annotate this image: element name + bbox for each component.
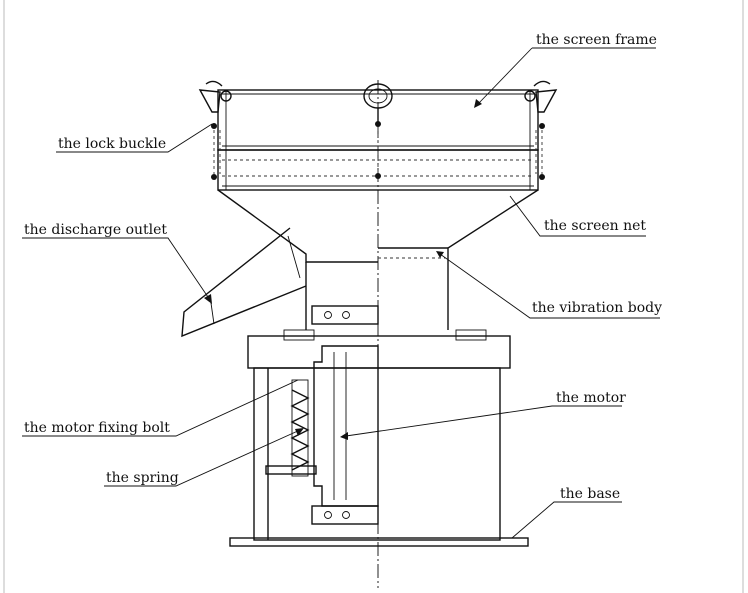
label-screen-frame: the screen frame <box>536 32 657 48</box>
label-discharge-outlet: the discharge outlet <box>24 222 167 238</box>
label-motor: the motor <box>556 390 626 406</box>
screen-frame <box>217 83 539 191</box>
motor <box>313 345 379 507</box>
label-screen-net: the screen net <box>544 218 646 234</box>
label-motor-fixing-bolt: the motor fixing bolt <box>24 420 170 436</box>
discharge-outlet <box>181 227 307 338</box>
label-vibration-body: the vibration body <box>532 300 662 316</box>
label-base: the base <box>560 486 620 502</box>
vibration-body <box>247 305 511 525</box>
label-lock-buckle: the lock buckle <box>58 136 166 152</box>
base <box>229 367 529 547</box>
spring <box>265 379 317 477</box>
leaders <box>22 47 660 539</box>
lock-buckle-left <box>198 80 232 180</box>
hopper <box>217 189 539 330</box>
lock-buckle-right <box>524 80 558 180</box>
label-spring: the spring <box>106 470 179 486</box>
